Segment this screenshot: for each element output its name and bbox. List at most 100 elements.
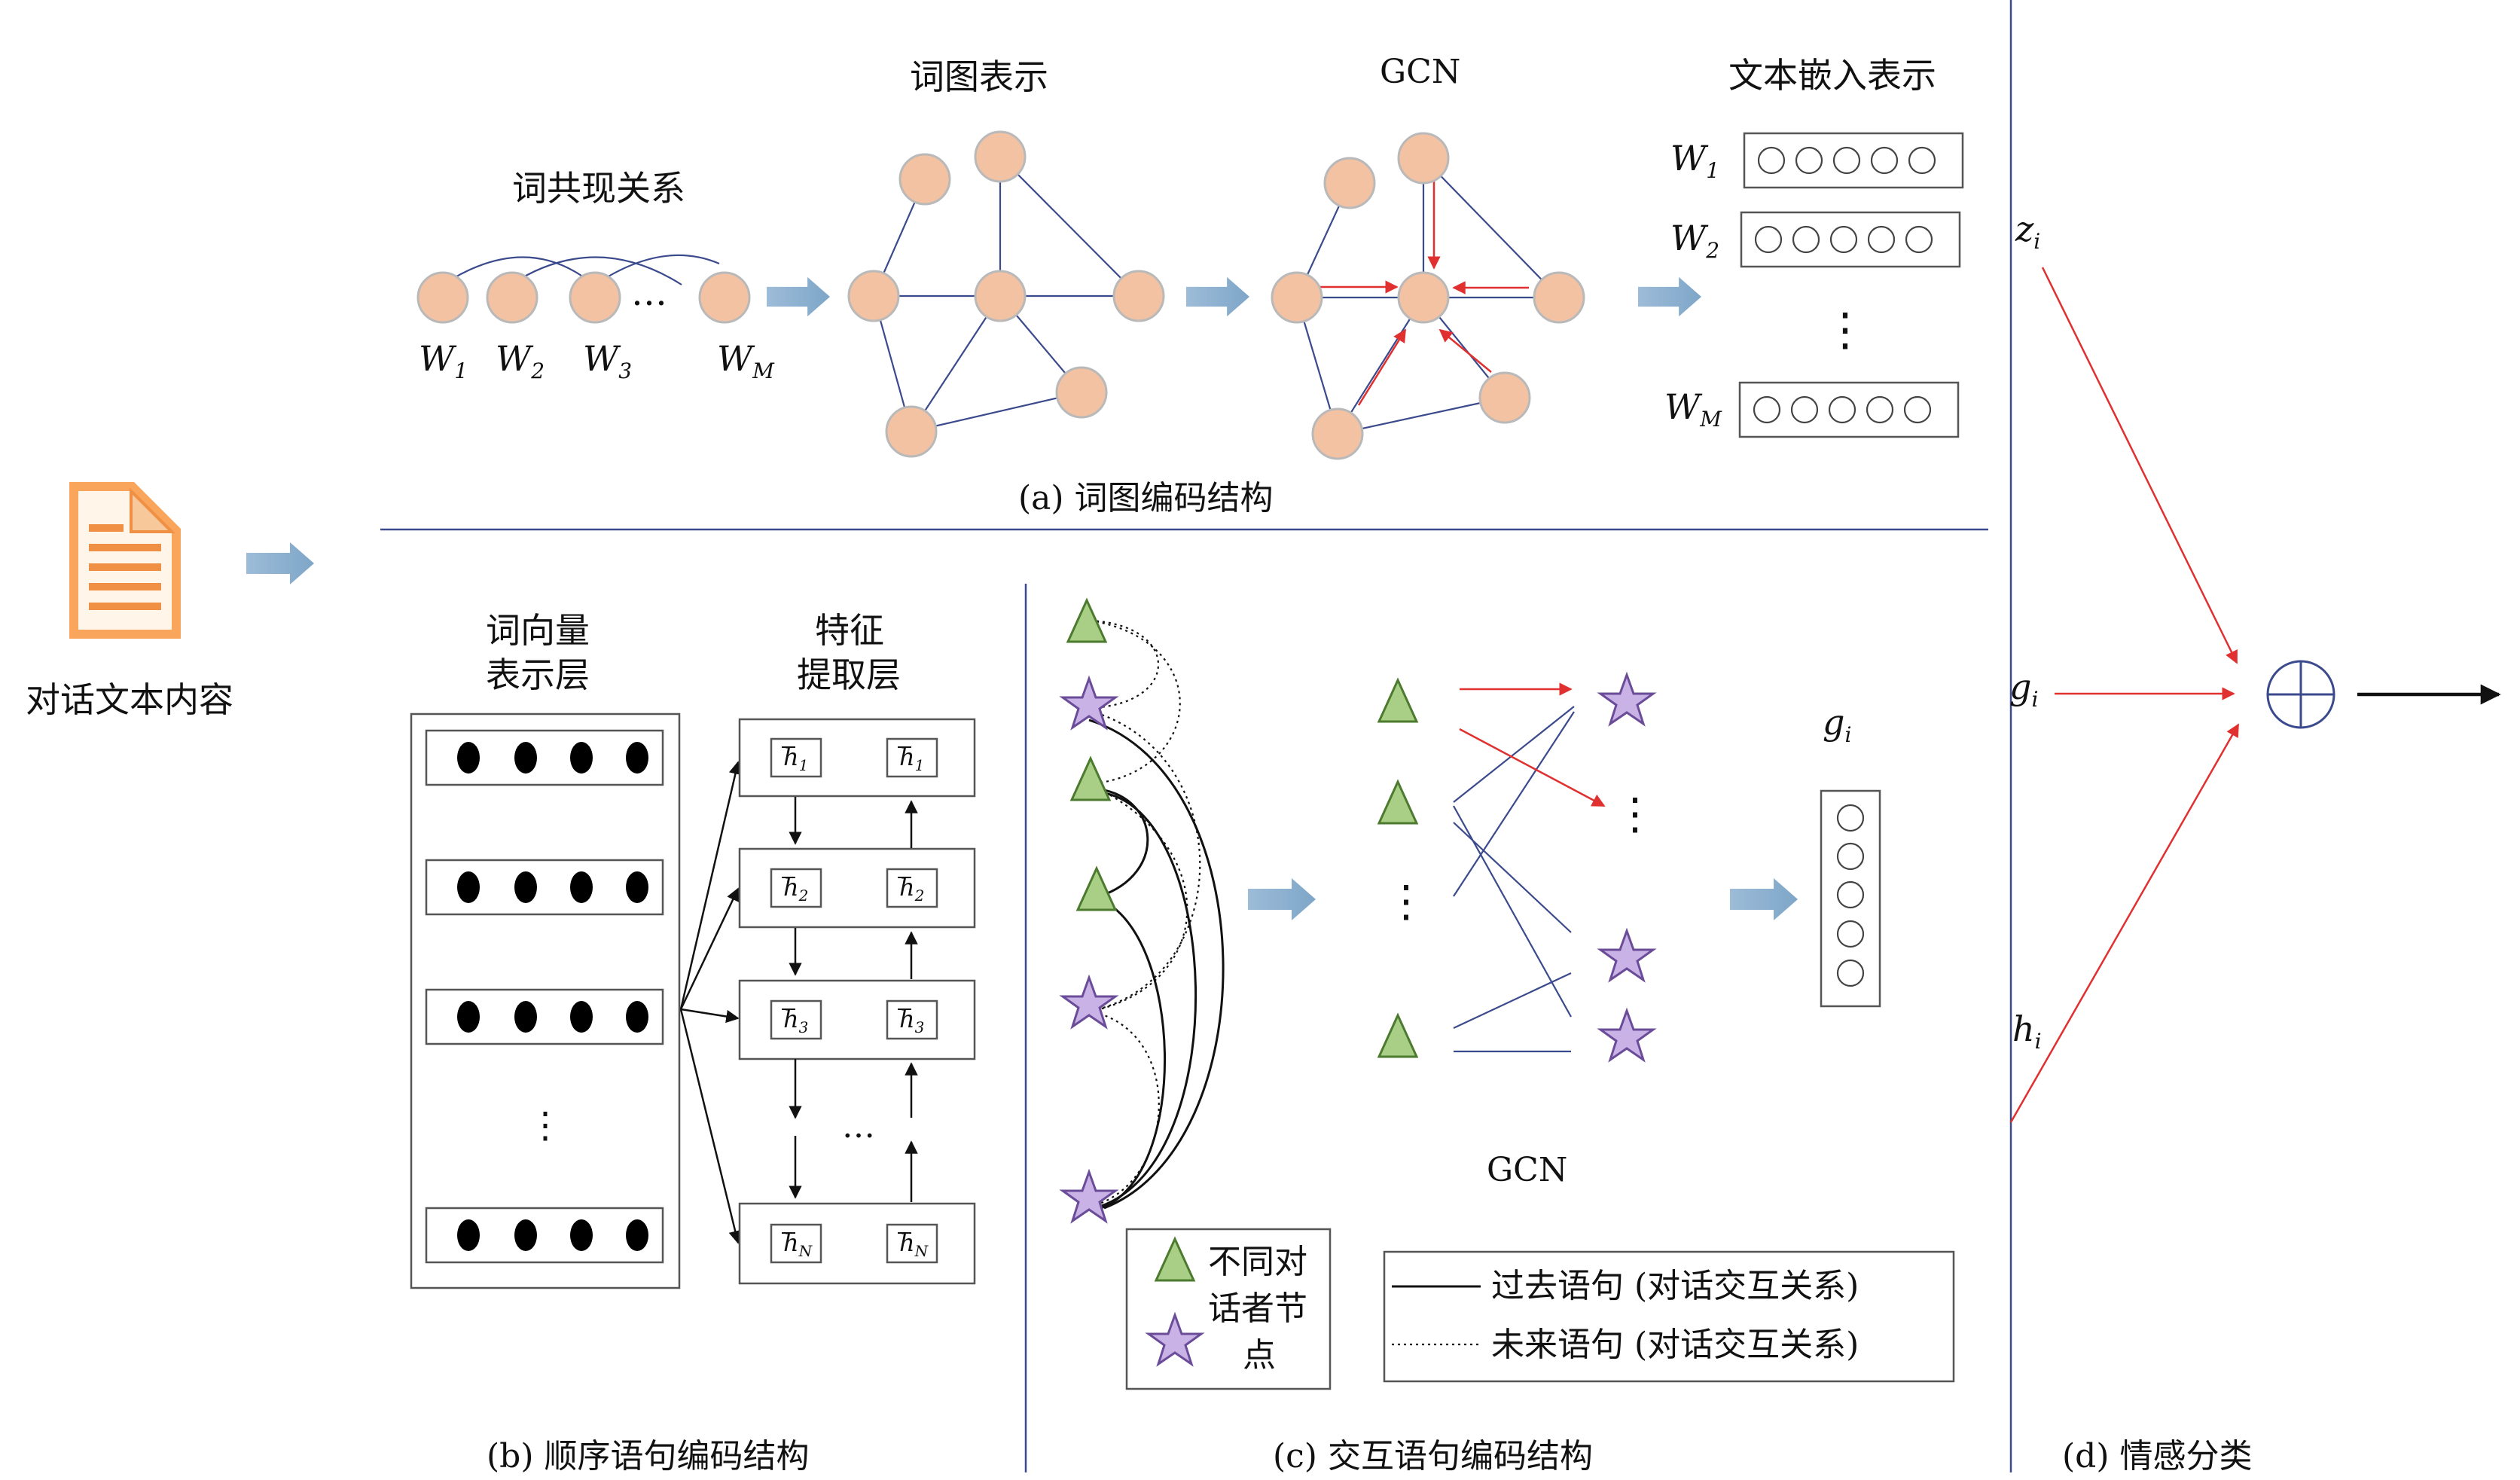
svg-text:W1: W1 (1670, 138, 1719, 183)
dialog-sequence (1059, 597, 1225, 1224)
gcn-node-1 (1323, 157, 1376, 209)
hidden-row-2: h2 h2 (738, 847, 976, 929)
word-node-w3 (569, 271, 621, 324)
legend-node-text-3: 点 (1243, 1336, 1276, 1375)
graph-node-2 (974, 130, 1027, 183)
legend-star-icon (1145, 1311, 1205, 1367)
word-node-wm (698, 271, 751, 324)
embedding-row-w1: W1 (1670, 132, 1964, 189)
legend-triangle-icon (1154, 1236, 1196, 1282)
vector-row (425, 1207, 664, 1264)
gcn-node-2 (1397, 132, 1450, 185)
gcn-title-a: GCN (1380, 53, 1460, 91)
word-label-wm: WM (717, 338, 775, 383)
gcn-star (1597, 1007, 1657, 1063)
gcn-triangle (1377, 1012, 1419, 1058)
word-dots: … (631, 272, 667, 314)
word-label-w3: W3 (583, 338, 632, 383)
gcn-node-3 (1271, 271, 1323, 324)
cooc-arcs (442, 254, 720, 285)
flow-arrow-input (246, 542, 314, 584)
gcn-node-6 (1478, 371, 1531, 424)
layer2-title-line1: 特征 (815, 610, 884, 651)
hidden-row-n: hN hN (738, 1202, 976, 1285)
speaker-node-star (1059, 974, 1119, 1030)
word-label-w2: W2 (496, 338, 545, 383)
speaker-node-star (1059, 1168, 1119, 1224)
gcn-title-c: GCN (1487, 1151, 1567, 1189)
hidden-row-1: h1 h1 (738, 718, 976, 798)
legend-nodes: 不同对 话者节 点 (1125, 1228, 1332, 1390)
legend-node-text-2: 话者节 (1208, 1289, 1307, 1328)
legend-node-text-1: 不同对 (1208, 1243, 1307, 1281)
svg-text:hN: hN (783, 1228, 813, 1260)
embed-title: 文本嵌入表示 (1728, 55, 1936, 96)
svg-text:W2: W2 (1670, 218, 1719, 263)
hidden-hdots: … (842, 1107, 875, 1146)
svg-text:h1: h1 (899, 743, 924, 774)
graph-node-7 (885, 405, 938, 458)
graph-node-5 (1112, 270, 1165, 322)
gcn-star (1597, 671, 1657, 727)
embedding-vdots: ⋮ (1823, 304, 1868, 356)
svg-text:h3: h3 (783, 1005, 808, 1036)
layer2-title-line2: 提取层 (797, 655, 901, 695)
caption-d: (d) 情感分类 (2062, 1437, 2252, 1475)
gcn-vdots-left: ⋮ (1384, 875, 1428, 926)
g-label-c: gi (1823, 702, 1851, 747)
flow-arrow-a2 (1186, 276, 1249, 317)
legend-future-text: 未来语句 (对话交互关系) (1491, 1326, 1859, 1364)
speaker-node-triangle (1069, 755, 1112, 801)
graph-node-6 (1055, 366, 1108, 419)
svg-text:h3: h3 (899, 1005, 924, 1036)
input-label: 对话文本内容 (26, 679, 233, 720)
g-label-d: gi (2009, 667, 2038, 712)
graph-node-3 (847, 270, 900, 322)
fan-arrows (679, 761, 742, 1244)
embedding-rows: W1 W2 ⋮ WM (1664, 132, 1964, 438)
layer1-title-line2: 表示层 (486, 655, 590, 695)
speaker-node-triangle (1066, 597, 1108, 643)
gcn-graph (1271, 132, 1585, 460)
flow-arrow-a1 (767, 276, 830, 317)
gcn-bipartite: ⋮ ⋮ (1377, 671, 1657, 1063)
hidden-row-3: h3 h3 (738, 979, 976, 1060)
speaker-node-star (1059, 675, 1119, 731)
caption-b: (b) 顺序语句编码结构 (487, 1437, 809, 1475)
z-label: zi (2015, 209, 2040, 254)
h-label: hi (2012, 1009, 2042, 1054)
gcn-node-center (1397, 271, 1450, 324)
word-label-w1: W1 (419, 338, 468, 383)
caption-a: (a) 词图编码结构 (1018, 479, 1274, 517)
gcn-node-7 (1311, 407, 1364, 460)
word-nodes (416, 271, 751, 324)
g-vector (1820, 789, 1881, 1008)
word-vector-layer: ⋮ (410, 713, 681, 1289)
speaker-node-triangle (1075, 865, 1118, 911)
svg-text:h2: h2 (899, 873, 924, 905)
fusion-arrows (2009, 267, 2240, 1123)
sum-icon (2266, 660, 2335, 729)
embedding-row-wm: WM (1664, 381, 1960, 438)
gcn-star (1597, 927, 1657, 983)
svg-text:hN: hN (899, 1228, 929, 1260)
vector-row (425, 859, 664, 916)
feature-layer: h1 h1 h2 h2 h3 h3 … hN (738, 718, 976, 1285)
graph-node-4 (974, 270, 1027, 322)
graph-node-1 (898, 153, 951, 206)
graph-title: 词图表示 (910, 56, 1048, 97)
word-node-w1 (416, 271, 469, 324)
svg-text:h1: h1 (783, 743, 808, 774)
word-graph (847, 130, 1165, 458)
flow-arrow-a3 (1638, 276, 1701, 317)
layer1-title-line1: 词向量 (486, 610, 590, 651)
gcn-triangle (1377, 779, 1419, 825)
legend-lines: 过去语句 (对话交互关系) 未来语句 (对话交互关系) (1383, 1250, 1955, 1383)
cooc-title: 词共现关系 (512, 168, 685, 209)
vector-row (425, 729, 664, 786)
gcn-triangle (1377, 677, 1419, 723)
svg-text:WM: WM (1664, 386, 1722, 432)
flow-arrow-c1 (1248, 878, 1316, 920)
gcn-vdots-right: ⋮ (1613, 788, 1657, 839)
